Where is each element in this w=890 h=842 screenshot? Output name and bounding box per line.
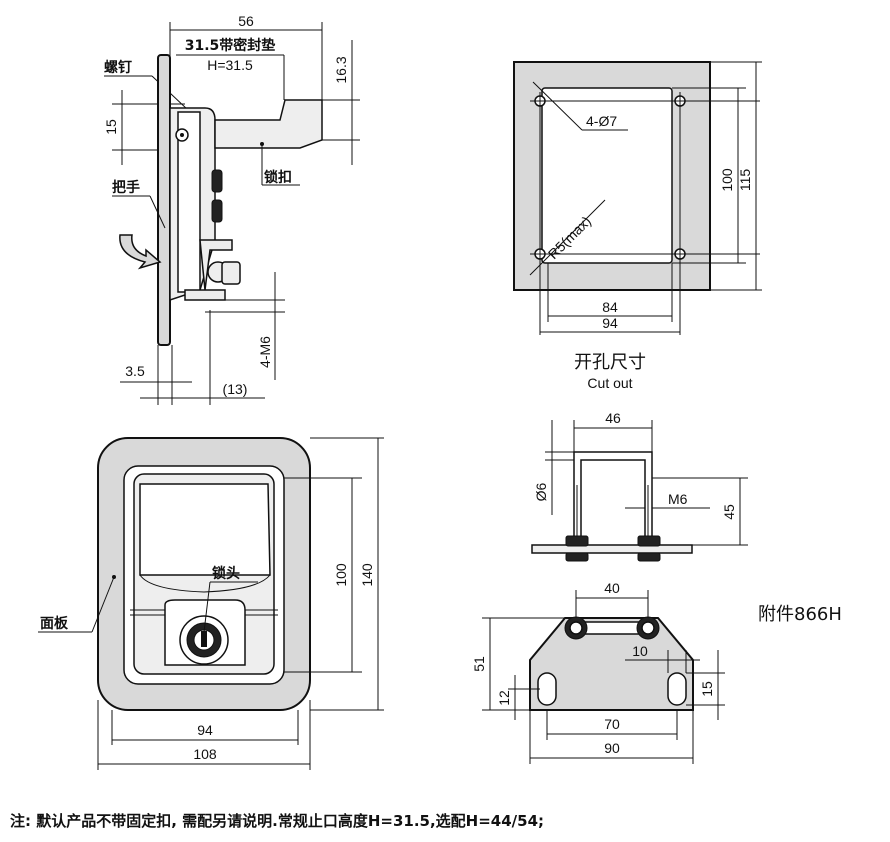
latch-label: 锁扣	[264, 169, 292, 186]
panel-label: 面板	[40, 615, 69, 632]
bracket-dim-10: 10	[632, 643, 648, 659]
height-label: H=31.5	[207, 57, 253, 73]
dim-15: 15	[103, 119, 119, 135]
cutout-dim-84: 84	[602, 299, 618, 315]
footnote: 注: 默认产品不带固定扣, 需配另请说明.常规止口高度H=31.5,选配H=44…	[10, 812, 544, 830]
bracket-dim-51: 51	[471, 656, 487, 672]
accessory-label: 附件866H	[758, 604, 842, 625]
ubolt-dim-phi6: Ø6	[533, 482, 549, 501]
cutout-title-en: Cut out	[587, 375, 632, 391]
seal-label: 31.5带密封垫	[185, 37, 276, 54]
bracket-dim-90: 90	[604, 740, 620, 756]
ubolt-dim-46: 46	[605, 410, 621, 426]
cutout-title-cn: 开孔尺寸	[574, 352, 646, 373]
ubolt-dim-45: 45	[721, 504, 737, 520]
front-view: 锁头 面板 100 140 94 108	[38, 437, 384, 770]
bracket-dim-40: 40	[604, 580, 620, 596]
cutout-dim-115: 115	[737, 169, 753, 192]
dim-4-m6: 4-M6	[257, 336, 273, 368]
handle-label: 把手	[112, 179, 140, 196]
dim-16-3: 16.3	[333, 56, 349, 83]
dim-56: 56	[238, 13, 254, 29]
front-dim-100: 100	[333, 563, 349, 587]
front-dim-140: 140	[359, 563, 375, 587]
side-view: 56 31.5带密封垫 H=31.5 16.3 螺钉 15	[103, 13, 360, 405]
cutout-dim-94: 94	[602, 315, 618, 331]
bracket-view: 40 51 12 10 15 70 90	[471, 580, 725, 764]
dim-3-5: 3.5	[125, 363, 145, 379]
bracket-dim-15: 15	[699, 681, 715, 697]
front-dim-94: 94	[197, 722, 213, 738]
rotate-arrow-icon	[119, 234, 162, 270]
dim-13: (13)	[223, 381, 248, 397]
cutout-view: 4-Ø7 R5(max) 100 115 84 94 开孔尺寸 Cut out	[513, 61, 762, 391]
ubolt-dim-m6: M6	[668, 491, 688, 507]
hole-label: 4-Ø7	[586, 113, 617, 129]
lock-label: 锁头	[212, 565, 240, 582]
front-dim-108: 108	[193, 746, 217, 762]
screw-label: 螺钉	[104, 59, 132, 76]
cutout-dim-100: 100	[719, 168, 735, 192]
bracket-dim-70: 70	[604, 716, 620, 732]
ubolt-view: 46 Ø6 M6 45	[531, 410, 748, 562]
bracket-dim-12: 12	[496, 690, 512, 706]
